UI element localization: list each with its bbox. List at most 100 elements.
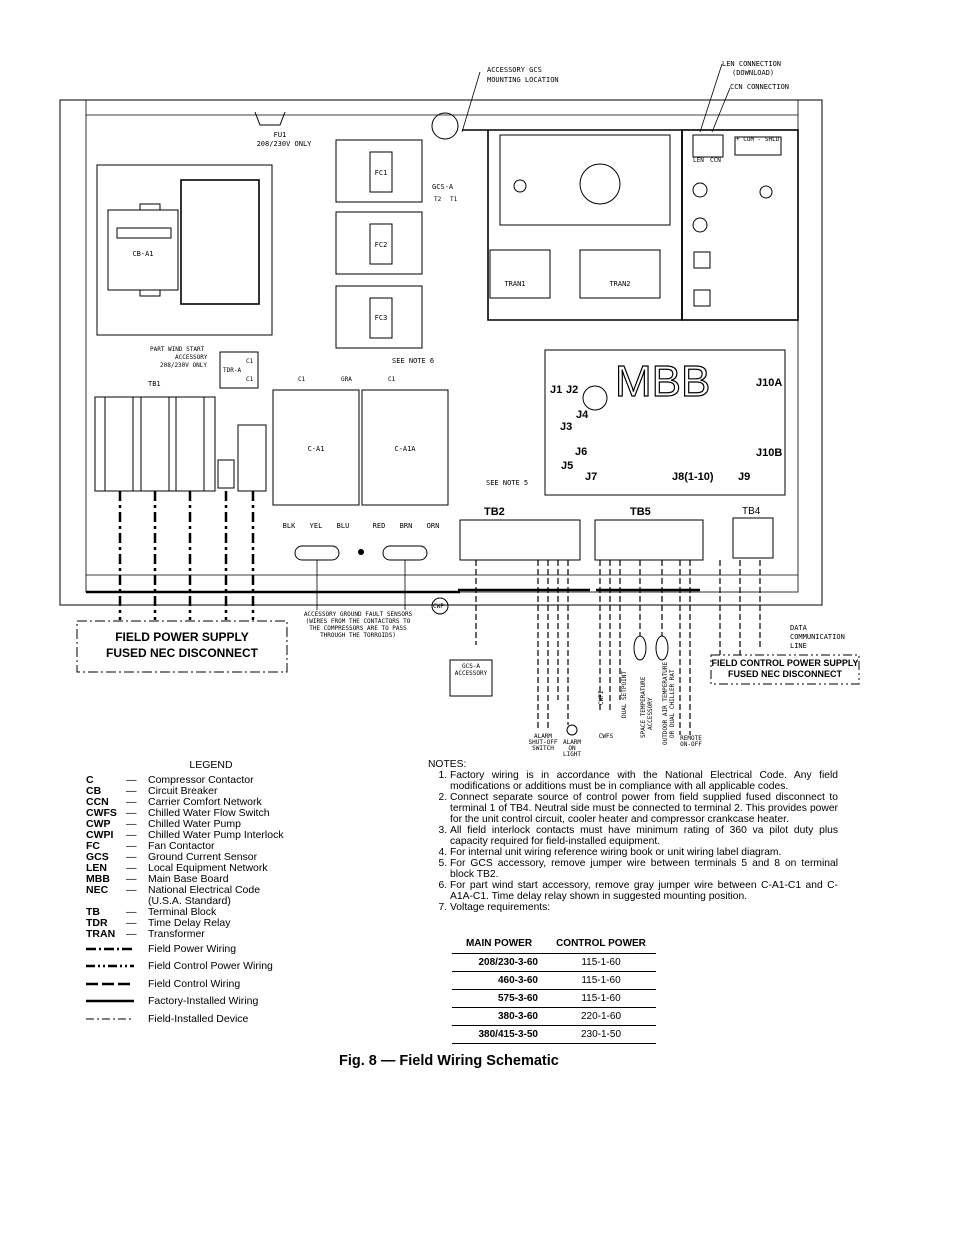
- main-power-cell: 575-3-60: [452, 989, 546, 1008]
- note-item: For GCS accessory, remove jumper wire be…: [450, 858, 838, 880]
- c1-label-a: C1: [246, 358, 254, 365]
- fan-contactor-fc3: [335, 285, 423, 349]
- legend-item: CWPI—Chilled Water Pump Interlock: [86, 830, 406, 841]
- legend-item: TDR—Time Delay Relay: [86, 918, 406, 929]
- see-note-5-label: SEE NOTE 5: [486, 479, 528, 487]
- space-temp-label-1: SPACE TEMPERATURE: [640, 676, 647, 738]
- fan-contactor-fc1: [335, 139, 423, 203]
- cwp-device-icon: [431, 597, 449, 615]
- agfs-label-4: THROUGH THE TORROIDS): [320, 632, 396, 639]
- legend-dash: —: [126, 818, 137, 830]
- legend-def: National Electrical Code: [148, 884, 261, 896]
- note-item: Factory wiring is in accordance with the…: [450, 770, 838, 792]
- space-temp-label-2: ACCESSORY: [647, 697, 654, 730]
- fc1-label: FC1: [375, 169, 388, 177]
- legend-def: Time Delay Relay: [148, 917, 231, 929]
- table-header-row: MAIN POWER CONTROL POWER: [452, 934, 656, 954]
- legend-abbr: GCS: [86, 851, 109, 863]
- legend-line-sample: [86, 982, 134, 985]
- fused-nec-disconnect-2-label: FUSED NEC DISCONNECT: [728, 669, 843, 679]
- circuit-breaker-cb-a1: [96, 164, 273, 336]
- field-wiring-schematic: FU1 208/230V ONLY ACCESSORY GCS MOUNTING…: [59, 60, 860, 758]
- main-power-header: MAIN POWER: [452, 934, 546, 954]
- terminal-block-tb2: [459, 519, 581, 561]
- accessory-gcs-label: ACCESSORY GCS: [487, 66, 542, 74]
- notes-list: Factory wiring is in accordance with the…: [428, 770, 838, 913]
- red-label: RED: [373, 522, 386, 530]
- legend-title: LEGEND: [189, 759, 233, 771]
- legend-item: TB — Terminal Block: [86, 907, 406, 918]
- j10b-label: J10B: [756, 447, 782, 459]
- legend-line-sample: [86, 965, 134, 968]
- fc2-label: FC2: [375, 241, 388, 249]
- gcs-a-label: GCS-A: [432, 183, 454, 191]
- outdoor-air-label-1: OUTDOOR AIR TEMPERATURE: [662, 662, 669, 745]
- main-power-cell: 380-3-60: [452, 1007, 546, 1026]
- legend-item: LEN—Local Equipment Network: [86, 863, 406, 874]
- legend-dash: —: [126, 840, 137, 852]
- c-a1a-label: C-A1A: [394, 445, 416, 453]
- brn-label: BRN: [400, 522, 413, 530]
- fan-contactor-fc2: [335, 211, 423, 275]
- yel-label: YEL: [310, 522, 323, 530]
- remote-label-1: REMOTE: [680, 735, 702, 742]
- legend-def: Terminal Block: [148, 906, 217, 918]
- field-power-supply-label: FIELD POWER SUPPLY: [115, 630, 249, 644]
- blu-label: BLU: [337, 522, 350, 530]
- legend-dash: —: [126, 807, 137, 819]
- field-control-power-supply-box: [710, 654, 860, 685]
- legend-line-sample: [86, 947, 134, 950]
- legend-line-sample: [86, 1000, 134, 1003]
- j4-label: J4: [576, 409, 589, 421]
- data-comm-label-3: LINE: [790, 642, 807, 650]
- tb4-label: TB4: [742, 506, 761, 517]
- notes-title: NOTES:: [428, 759, 467, 770]
- legend-abbr: CB: [86, 785, 102, 797]
- c1-label-c: C1: [298, 376, 306, 383]
- compressor-contactor-c-a1a: [361, 389, 449, 506]
- terminal-block-tb5: [594, 519, 704, 561]
- tb1-label: TB1: [148, 380, 161, 388]
- legend-def: Transformer: [148, 928, 205, 940]
- legend-dash: —: [126, 906, 137, 918]
- legend-dash: —: [126, 928, 137, 940]
- len-port-label: LEN: [693, 157, 704, 164]
- legend-abbr: NEC: [86, 884, 109, 896]
- j10a-label: J10A: [756, 377, 782, 389]
- t1-label: T1: [450, 196, 458, 203]
- dual-setpoint-label: DUAL SETPOINT: [621, 671, 628, 718]
- see-note-6-label: SEE NOTE 6: [392, 357, 434, 365]
- pws-label-1: PART WIND START: [150, 346, 205, 353]
- legend-def: Chilled Water Pump Interlock: [148, 829, 284, 841]
- j7-label: J7: [585, 471, 597, 483]
- notes: NOTES: Factory wiring is in accordance w…: [428, 759, 838, 913]
- gcs-a-accessory-box: [449, 659, 493, 697]
- compressor-contactor-c-a1: [272, 389, 360, 506]
- j9-label: J9: [738, 471, 750, 483]
- legend-abbr: TRAN: [86, 928, 116, 940]
- legend-abbr: TB: [86, 906, 100, 918]
- remote-label-2: ON-OFF: [680, 741, 702, 748]
- legend-item: TRAN — Transformer: [86, 929, 406, 940]
- fu1-voltage-label: 208/230V ONLY: [257, 140, 313, 148]
- legend-abbr: LEN: [86, 862, 107, 874]
- cb-a1-label: CB-A1: [132, 250, 153, 258]
- note-item: For internal unit wiring reference wirin…: [450, 847, 838, 858]
- j3-label: J3: [560, 421, 572, 433]
- legend-item: GCS—Ground Current Sensor: [86, 852, 406, 863]
- pws-label-2: ACCESSORY: [175, 354, 208, 361]
- legend-def: Carrier Comfort Network: [148, 796, 262, 808]
- control-dial-icon: [579, 163, 621, 205]
- cwp-label: CWP: [433, 603, 444, 610]
- alarm-light-label-2: ON: [568, 745, 576, 752]
- legend-item: (U.S.A. Standard): [86, 896, 406, 907]
- terminal-block-tb1: [94, 396, 216, 492]
- alarm-switch-label-2: SHUT-OFF: [529, 739, 558, 746]
- legend-def: Chilled Water Pump: [148, 818, 241, 830]
- transformer-tran2: [579, 249, 661, 299]
- agfs-label-2: (WIRES FROM THE CONTACTORS TO: [306, 618, 411, 625]
